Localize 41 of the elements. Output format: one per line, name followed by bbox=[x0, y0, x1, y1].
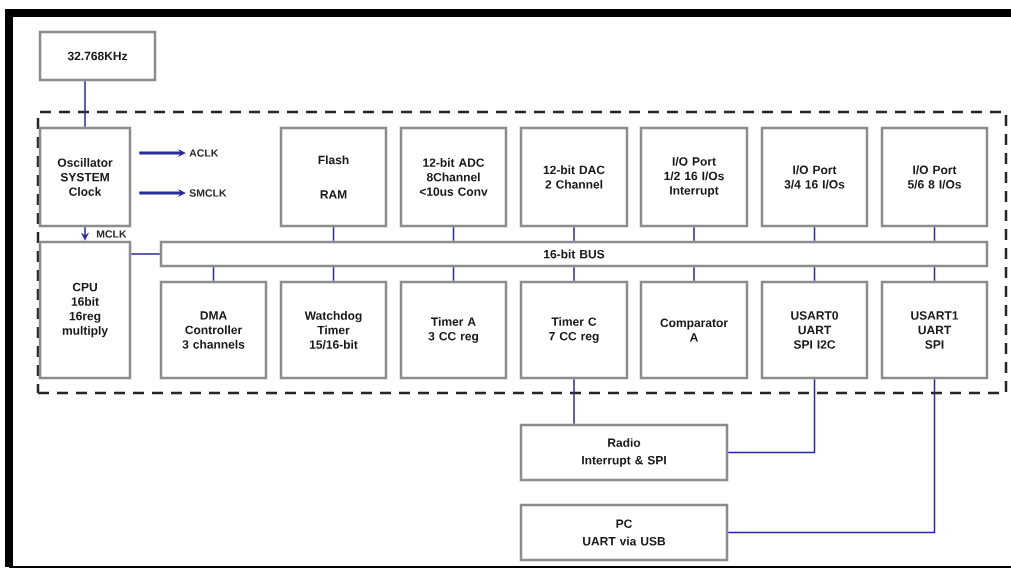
connector-line bbox=[727, 378, 936, 534]
connector-line bbox=[332, 226, 335, 242]
connector-line bbox=[452, 266, 455, 282]
connector-line bbox=[813, 266, 816, 282]
crystal-box: 32.768KHz bbox=[38, 30, 157, 82]
connector-line bbox=[933, 266, 936, 282]
connector-line bbox=[573, 378, 575, 425]
connector-line bbox=[573, 266, 575, 282]
block-box: CPU 16bit 16reg multiply bbox=[38, 240, 132, 380]
connector-line bbox=[727, 378, 816, 454]
block-box: Comparator A bbox=[639, 280, 749, 380]
signal-label: SMCLK bbox=[189, 189, 227, 197]
connector-line bbox=[693, 266, 695, 282]
block-box: DMA Controller 3 channels bbox=[159, 280, 268, 380]
block-box: USART1 UART SPI bbox=[880, 280, 989, 380]
block-box: I/O Port 5/6 8 I/Os bbox=[880, 126, 989, 228]
connector-line bbox=[933, 226, 936, 242]
connector-line bbox=[573, 226, 575, 242]
connector-line bbox=[693, 226, 695, 242]
connector-line bbox=[130, 253, 161, 255]
edge-label: MCLK bbox=[95, 229, 128, 239]
signal-label: ACLK bbox=[189, 149, 219, 157]
connector-line bbox=[212, 266, 215, 282]
block-box: Timer C 7 CC reg bbox=[519, 280, 629, 380]
connector-line bbox=[332, 266, 335, 282]
block-box: Flash RAM bbox=[279, 126, 388, 228]
block-box: I/O Port 3/4 16 I/Os bbox=[760, 126, 869, 228]
block-box: 12-bit ADC 8Channel <10us Conv bbox=[399, 126, 508, 228]
block-box: 12-bit DAC 2 Channel bbox=[519, 126, 629, 228]
block-box: I/O Port 1/2 16 I/Os Interrupt bbox=[639, 126, 749, 228]
bus-bar: 16-bit BUS bbox=[159, 240, 989, 268]
block-box: Oscillator SYSTEM Clock bbox=[38, 126, 132, 228]
block-box: Radio Interrupt & SPI bbox=[519, 423, 729, 482]
chip-boundary bbox=[36, 110, 1008, 395]
connector-line bbox=[452, 226, 455, 242]
block-box: PC UART via USB bbox=[519, 503, 729, 562]
block-box: Watchdog Timer 15/16-bit bbox=[279, 280, 388, 380]
block-box: Timer A 3 CC reg bbox=[399, 280, 508, 380]
connector-line bbox=[84, 80, 86, 128]
connector-line bbox=[813, 226, 816, 242]
block-box: USART0 UART SPI I2C bbox=[760, 280, 869, 380]
